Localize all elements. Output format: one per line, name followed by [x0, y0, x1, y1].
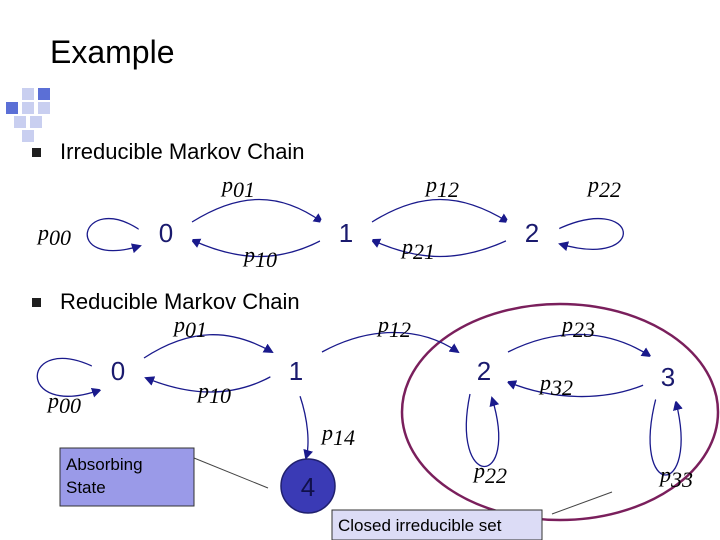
slide-title: Example — [50, 34, 175, 70]
label-red-p32: p32 — [538, 370, 573, 400]
label-irr-p10: p10 — [242, 242, 277, 272]
edge-red-p10 — [144, 375, 273, 393]
label-red-p33: p33 — [658, 462, 693, 492]
node-red-0: 0 — [91, 343, 145, 397]
absorbing-state-box: Absorbing State — [59, 447, 195, 507]
bullet-reducible: Reducible Markov Chain — [60, 289, 300, 314]
bullet-marker-1 — [32, 148, 41, 157]
label-red-p12: p12 — [376, 312, 411, 342]
svg-text:0: 0 — [159, 218, 173, 248]
edge-red-p14 — [299, 395, 314, 460]
edge-irr-p12 — [371, 198, 510, 224]
edge-red-p12 — [321, 331, 460, 354]
edge-irr-p22 — [555, 218, 624, 252]
node-irr-0: 0 — [138, 204, 194, 260]
node-red-1: 1 — [269, 343, 323, 397]
closed-set-label: Closed irreducible set — [338, 516, 502, 535]
edge-red-p01 — [143, 334, 274, 359]
svg-text:3: 3 — [661, 362, 675, 392]
node-red-4: 4 — [280, 458, 336, 514]
closed-set-outline — [400, 302, 720, 522]
svg-text:0: 0 — [111, 356, 125, 386]
edge-irr-p01 — [191, 198, 324, 224]
label-red-p23: p23 — [560, 312, 595, 342]
svg-text:1: 1 — [339, 218, 353, 248]
absorbing-label-line2: State — [66, 478, 106, 497]
label-red-p14: p14 — [320, 420, 355, 450]
svg-text:4: 4 — [301, 472, 315, 502]
closed-set-box: Closed irreducible set — [331, 509, 543, 540]
node-irr-1: 1 — [318, 204, 374, 260]
pointer-closed-set — [551, 491, 613, 515]
svg-text:2: 2 — [477, 356, 491, 386]
edge-irr-p10 — [190, 238, 323, 258]
absorbing-label-line1: Absorbing — [66, 455, 143, 474]
edge-irr-p00 — [86, 218, 142, 254]
label-red-p10: p10 — [196, 378, 231, 408]
svg-text:1: 1 — [289, 356, 303, 386]
label-irr-p12: p12 — [424, 172, 459, 202]
edge-red-p00 — [36, 357, 102, 398]
label-red-p22: p22 — [472, 458, 507, 488]
bullet-marker-2 — [32, 298, 41, 307]
edge-red-p22 — [465, 393, 500, 467]
edge-irr-p21 — [370, 238, 509, 258]
label-irr-p22: p22 — [586, 172, 621, 202]
corner-decoration — [6, 88, 50, 142]
svg-text:2: 2 — [525, 218, 539, 248]
label-irr-p21: p21 — [400, 234, 435, 264]
edge-red-p33 — [649, 397, 683, 476]
node-red-2: 2 — [457, 343, 511, 397]
node-irr-2: 2 — [504, 204, 560, 260]
label-irr-p00: p00 — [36, 220, 71, 250]
label-red-p01: p01 — [172, 312, 207, 342]
label-red-p00: p00 — [46, 388, 81, 418]
pointer-absorbing — [193, 457, 269, 489]
edge-red-p23 — [507, 333, 652, 358]
edge-red-p32 — [506, 380, 647, 398]
node-red-3: 3 — [641, 349, 695, 403]
label-irr-p01: p01 — [220, 172, 255, 202]
bullet-irreducible: Irreducible Markov Chain — [60, 139, 305, 164]
